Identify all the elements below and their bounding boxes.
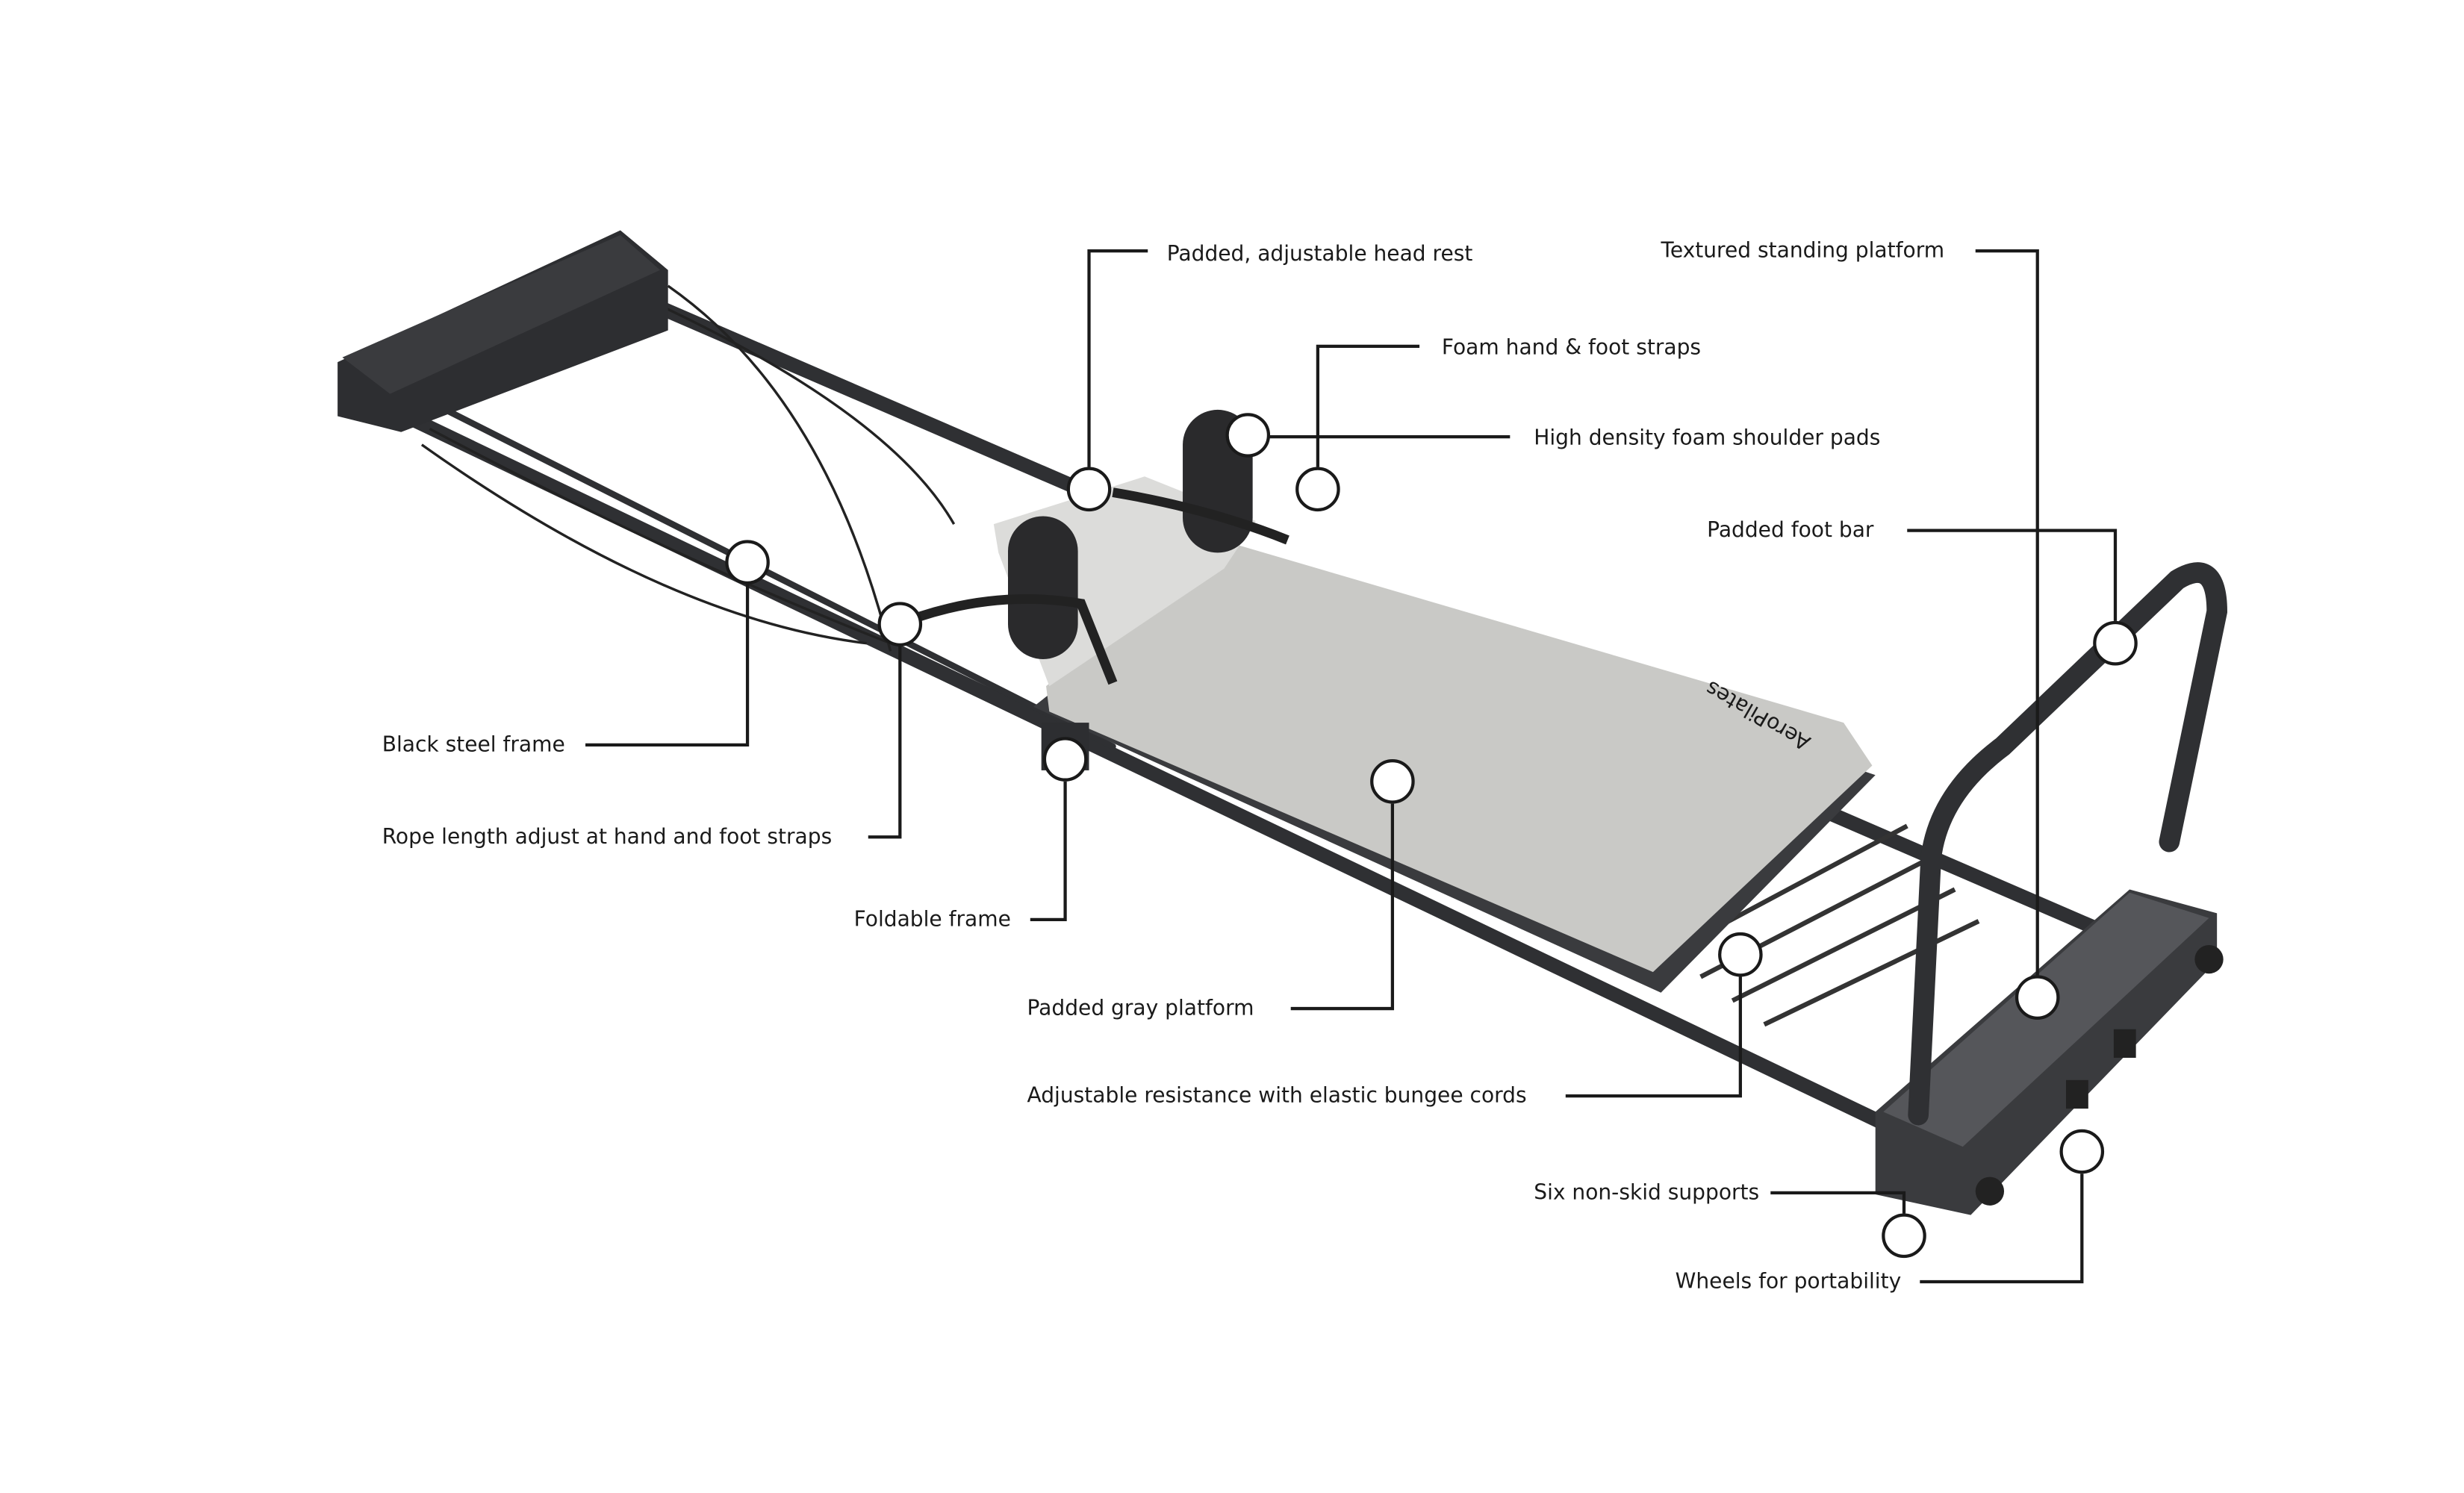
marker-dot [1042,737,1088,782]
marker-dot [725,540,770,585]
support [2113,1029,2136,1059]
callout-label: Foam hand & foot straps [1442,334,1701,359]
callout-gray-platform: Padded gray platform [1027,759,1415,1020]
rope [420,284,956,652]
left-rail [399,408,1907,1138]
callout-label: Foldable frame [854,906,1011,931]
shoulder-pad-left [1008,516,1078,659]
callout-label: Adjustable resistance with elastic bunge… [1027,1083,1527,1108]
callout-label: Padded, adjustable head rest [1167,241,1473,266]
callout-hand-foot-straps: Foam hand & foot straps [1295,334,1701,512]
callout-rope-length: Rope length adjust at hand and foot stra… [382,602,923,849]
marker-dot [877,602,923,646]
callout-head-rest: Padded, adjustable head rest [1066,241,1473,512]
marker-dot [2015,975,2060,1020]
callout-steel-frame: Black steel frame [382,540,770,756]
callout-foot-bar: Padded foot bar [1707,517,2138,666]
standing-platform [1883,892,2209,1147]
marker-dot [1225,413,1271,458]
marker-dot [2059,1129,2105,1174]
support [2066,1079,2088,1109]
marker-dot [1295,467,1340,512]
marker-dot [1370,759,1415,804]
marker-dot [2093,620,2138,666]
callout-foldable-frame: Foldable frame [854,737,1088,931]
wheel [1975,1176,2005,1206]
gray-platform [1046,540,1873,973]
callout-label: Padded gray platform [1027,996,1254,1020]
marker-dot [1882,1213,1926,1259]
callout-wheels: Wheels for portability [1676,1129,2105,1294]
callout-label: Wheels for portability [1676,1269,1902,1294]
marker-dot [1066,467,1112,512]
inner-rail [442,406,1116,750]
callout-label: High density foam shoulder pads [1534,426,1880,450]
callout-label: Rope length adjust at hand and foot stra… [382,824,833,849]
callout-bungee-cords: Adjustable resistance with elastic bunge… [1027,932,1763,1108]
foot-bar [1908,562,2227,1126]
wheel [2194,944,2224,974]
rear-box-top [342,234,661,394]
callout-label: Textured standing platform [1660,238,1944,263]
callout-standing-platform: Textured standing platform [1660,238,2060,1020]
marker-dot [1718,932,1763,977]
reformer-machine: AeroPilates [337,230,2227,1215]
callout-shoulder-pads: High density foam shoulder pads [1225,413,1880,458]
callout-non-skid: Six non-skid supports [1534,1179,1926,1259]
callout-label: Black steel frame [382,732,565,756]
callout-label: Padded foot bar [1707,517,1874,542]
callout-label: Six non-skid supports [1534,1179,1759,1204]
